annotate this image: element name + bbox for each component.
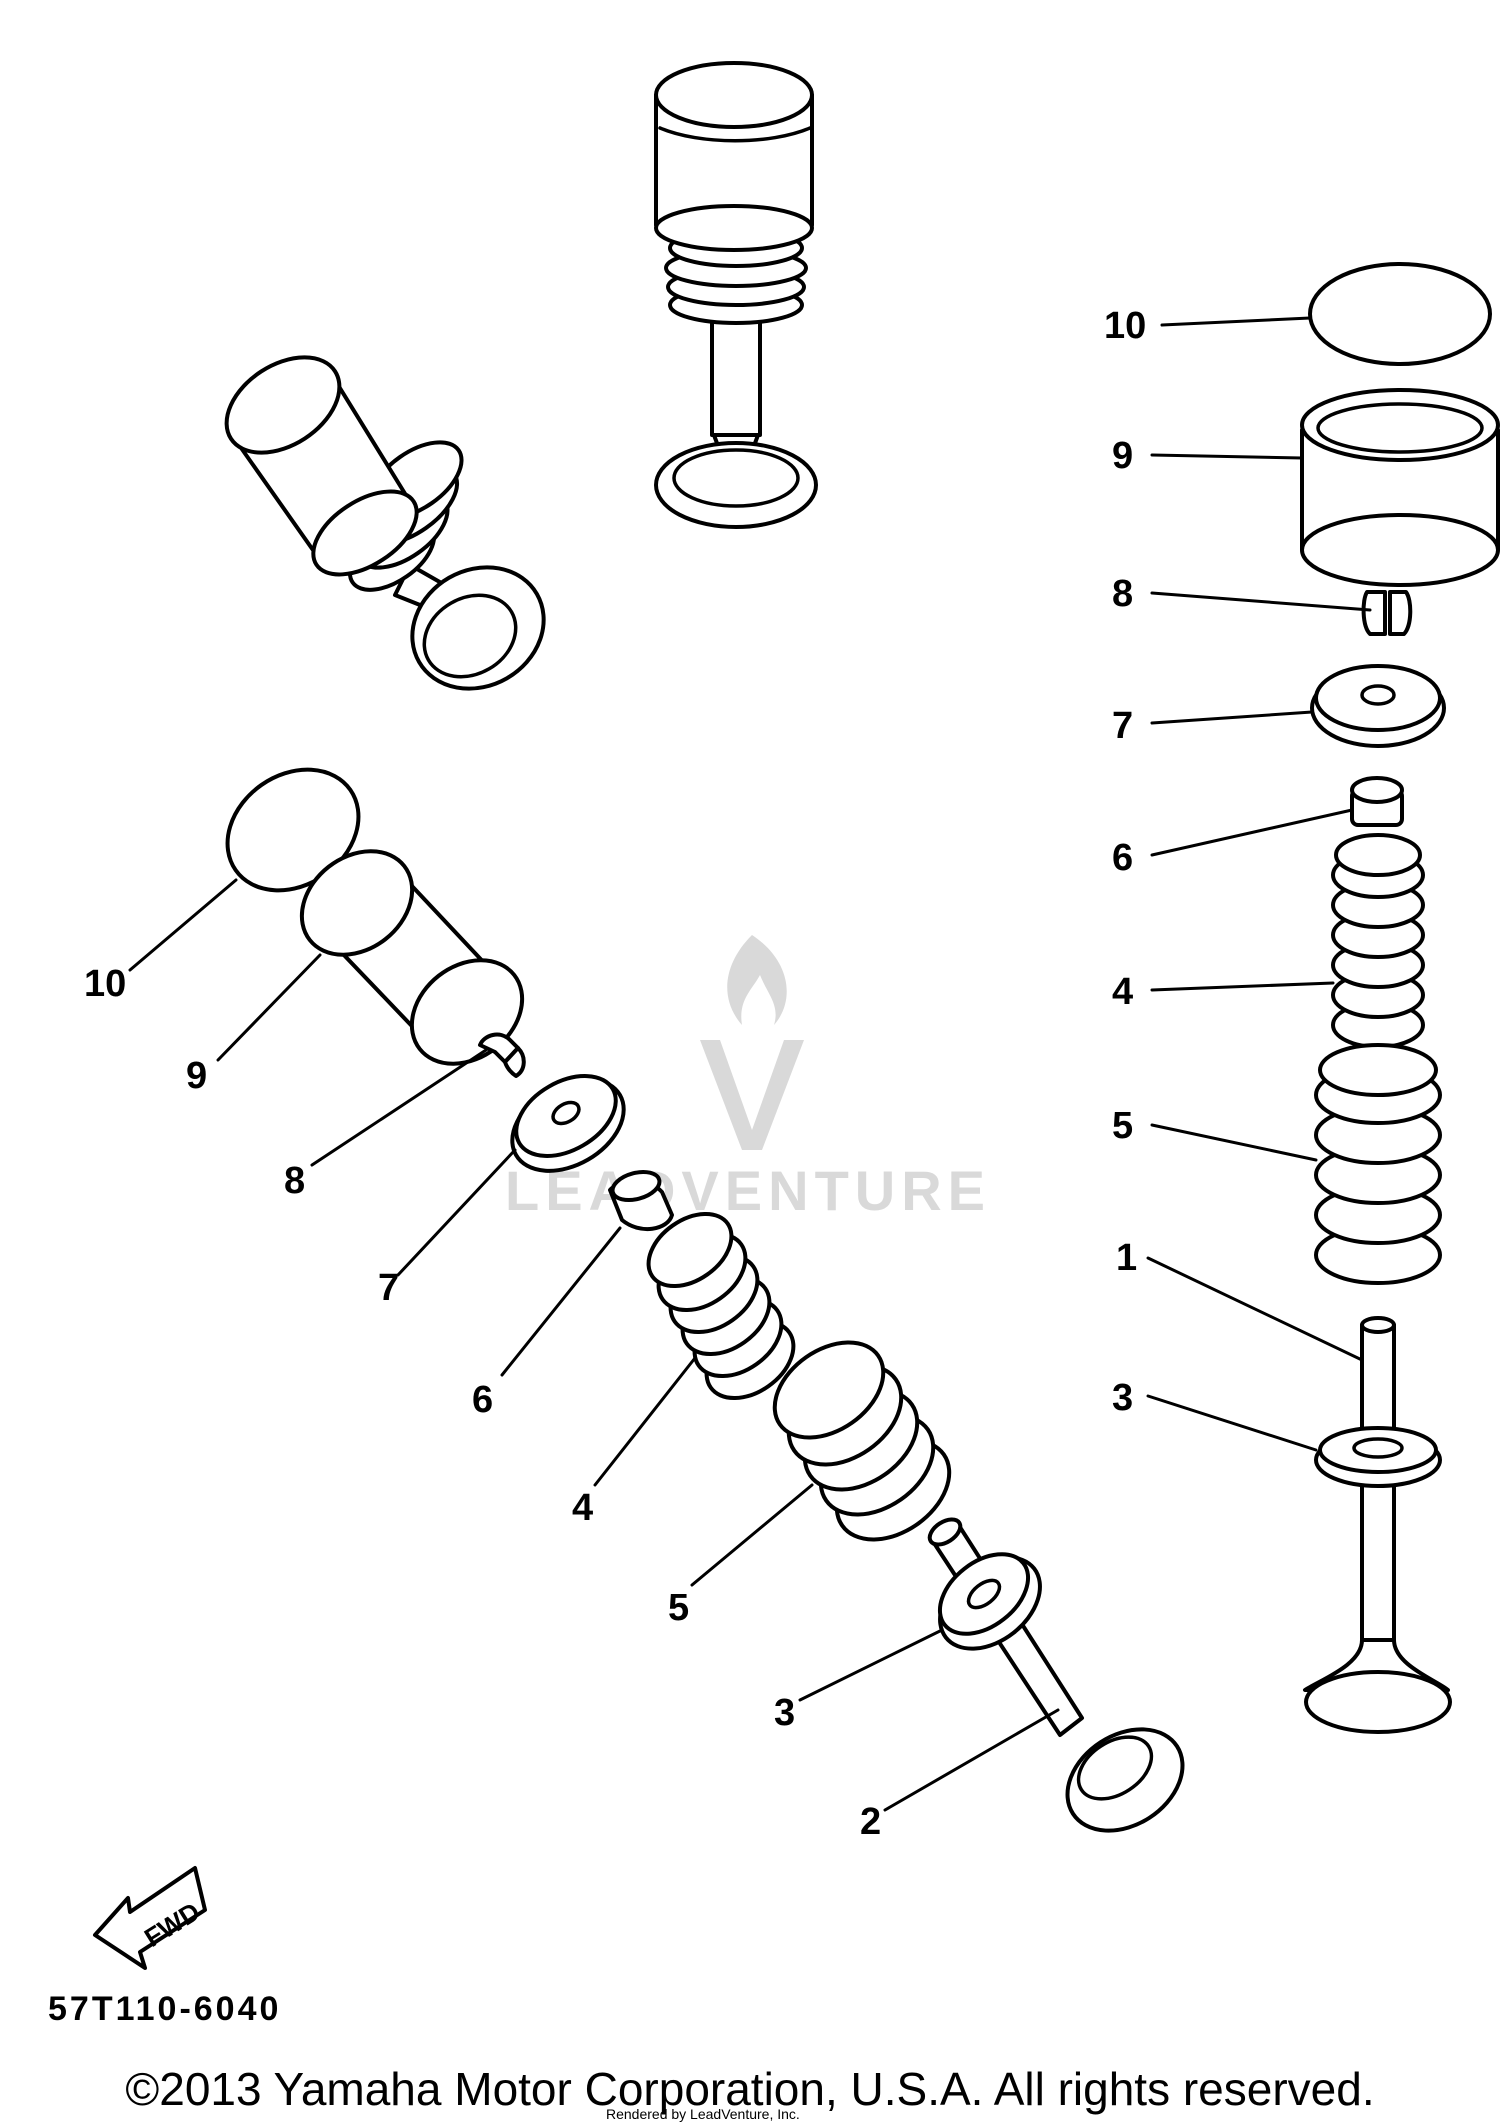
right-shim-10	[1308, 262, 1492, 366]
part-labels: 10 9 8 7 6 4 5 1 3 10 9 8 7 6 4 5 3 2	[84, 305, 1146, 1843]
label-left-9: 9	[186, 1055, 207, 1097]
watermark-text: LEADVENTURE	[505, 1159, 991, 1222]
right-inner-spring-4	[1331, 833, 1425, 1049]
left-inner-spring-4	[646, 1211, 796, 1401]
label-right-1: 1	[1116, 1237, 1137, 1279]
label-left-3: 3	[774, 1692, 795, 1734]
label-left-8: 8	[284, 1160, 305, 1202]
label-right-3: 3	[1112, 1377, 1133, 1419]
label-right-10: 10	[1104, 305, 1146, 347]
label-left-4: 4	[572, 1487, 593, 1529]
label-left-10: 10	[84, 963, 126, 1005]
label-right-5: 5	[1112, 1105, 1133, 1147]
rendered-by-note: Rendered by LeadVenture, Inc.	[606, 2106, 800, 2122]
right-washer-3	[1314, 1426, 1442, 1488]
left-seal-6	[608, 1169, 674, 1232]
label-left-5: 5	[668, 1587, 689, 1629]
leader-lines	[128, 316, 1372, 1812]
left-washer-3	[937, 1552, 1042, 1651]
right-column-parts	[1300, 262, 1500, 1734]
right-outer-spring-5	[1314, 1043, 1442, 1285]
left-diagonal-parts	[225, 767, 1185, 1833]
label-right-7: 7	[1112, 705, 1133, 747]
label-right-8: 8	[1112, 573, 1133, 615]
label-left-6: 6	[472, 1379, 493, 1421]
right-retainer-7	[1310, 664, 1446, 748]
watermark: LEADVENTURE	[505, 935, 991, 1222]
diagram-code: 57T110-6040	[48, 1990, 281, 2028]
label-left-2: 2	[860, 1801, 881, 1843]
top-center-valve-assembly	[654, 61, 818, 529]
fwd-arrow-icon: FWD	[93, 1866, 207, 1970]
left-retainer-7	[510, 1074, 626, 1173]
label-right-4: 4	[1112, 971, 1133, 1013]
label-right-6: 6	[1112, 837, 1133, 879]
left-keeper-8	[478, 1032, 526, 1078]
right-valve-1	[1303, 1316, 1452, 1734]
left-outer-spring-5	[772, 1340, 952, 1542]
upper-left-valve-assembly	[224, 355, 546, 691]
right-seal-6	[1350, 776, 1404, 827]
right-keeper-8	[1361, 590, 1413, 636]
right-bucket-9	[1300, 388, 1500, 587]
label-left-7: 7	[378, 1267, 399, 1309]
label-right-9: 9	[1112, 435, 1133, 477]
copyright-notice: ©2013 Yamaha Motor Corporation, U.S.A. A…	[125, 2063, 1375, 2115]
